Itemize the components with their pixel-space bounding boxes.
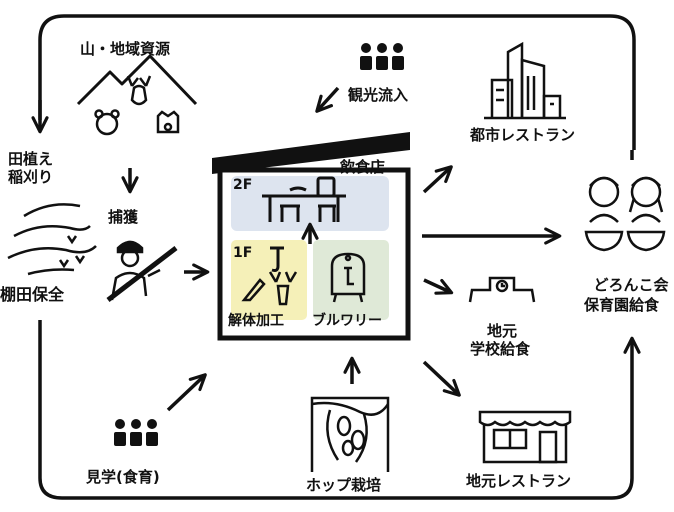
label-brewery: ブルワリー [312, 313, 382, 329]
label-nursery-1: どろんこ会 [593, 276, 669, 294]
label-tourism: 観光流入 [348, 86, 409, 104]
label-local-restaurant: 地元レストラン [466, 472, 572, 490]
arrow-to-local-restaurant [422, 360, 461, 397]
people-icon-tourism [360, 43, 404, 70]
shop-icon [478, 410, 572, 464]
label-floor-2f: 2F [233, 177, 253, 193]
label-field-trip: 見学(食育) [86, 468, 160, 486]
dining-table-icon [262, 176, 346, 222]
city-buildings-icon [484, 41, 566, 120]
label-restaurant-floor: 飲食店 [340, 158, 386, 176]
hook-icon [270, 246, 284, 272]
outer-loop-bottom [38, 320, 641, 500]
school-icon [468, 276, 536, 303]
floor-2f-bg [231, 176, 389, 231]
label-nursery-2: 保育園給食 [584, 296, 660, 314]
label-local-school-2: 学校給食 [470, 340, 531, 358]
mountain-icon [76, 54, 198, 106]
arrow-fieldtrip-to-building [166, 373, 207, 412]
building [212, 132, 411, 341]
children-icon [584, 176, 666, 252]
label-capture: 捕獲 [108, 208, 139, 226]
label-mountain-resources: 山・地域資源 [80, 40, 171, 58]
deer-icon [126, 75, 152, 106]
people-icon-fieldtrip [114, 419, 158, 446]
arrow-to-school [423, 278, 454, 295]
outer-loop-line [38, 14, 636, 150]
label-city-restaurant: 都市レストラン [470, 126, 576, 144]
hop-icon [310, 396, 390, 472]
knife-icon [241, 278, 266, 302]
brewery-bg [313, 240, 389, 320]
label-rice-planting-1: 田植え [8, 150, 54, 168]
label-butchery: 解体加工 [228, 313, 284, 329]
hunter-icon [106, 240, 178, 302]
boar-icon [156, 110, 180, 134]
brewery-tank-icon [330, 252, 366, 303]
deer-head-icon [268, 271, 298, 306]
label-local-school-1: 地元 [486, 322, 517, 340]
label-hop: ホップ栽培 [306, 476, 382, 494]
bear-icon [94, 109, 120, 136]
label-rice-planting-2: 稲刈り [8, 168, 54, 186]
terraced-fields-icon [7, 203, 97, 276]
arrow-to-city-restaurant [422, 165, 453, 194]
label-floor-1f: 1F [233, 245, 253, 261]
label-terraced-fields: 棚田保全 [0, 285, 65, 304]
arrow-tourism-to-building [315, 86, 340, 113]
